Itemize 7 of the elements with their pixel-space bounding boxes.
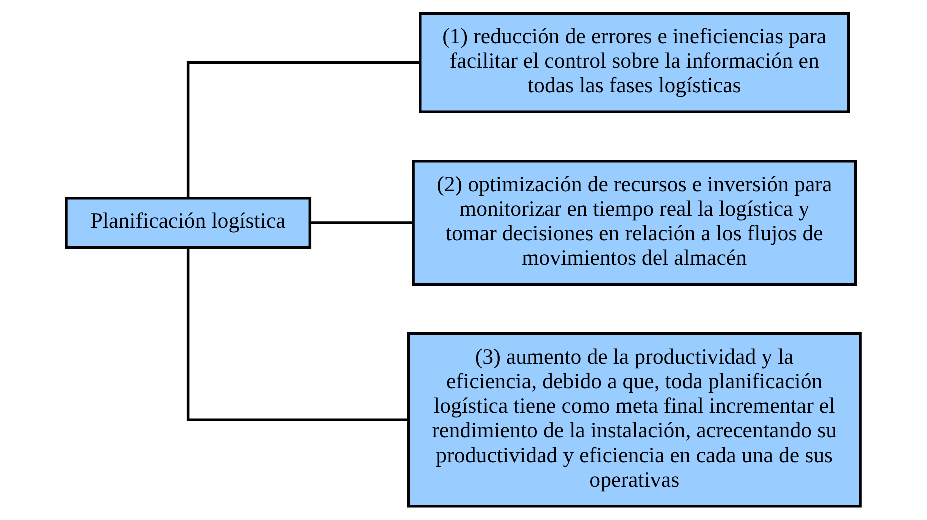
connector xyxy=(186,61,420,198)
connector xyxy=(186,248,408,422)
node-box: (3) aumento de la productividad y la eficiencia, debido a que, toda planificación logística tiene como meta final incrementar el rendimiento de la instalación, acrecentando su productividad y eficiencia en cada una de sus operativas xyxy=(407,332,862,508)
node-box: (2) optimización de recursos e inversión para monitorizar en tiempo real la logística y tomar decisiones en relación a los flujos de movimientos del almacén xyxy=(412,160,858,286)
connector xyxy=(310,222,414,224)
node-box: (1) reducción de errores e ineficiencias para facilitar el control sobre la información en todas las fases logísticas xyxy=(419,12,850,114)
node-box: Planificación logística xyxy=(65,197,312,250)
